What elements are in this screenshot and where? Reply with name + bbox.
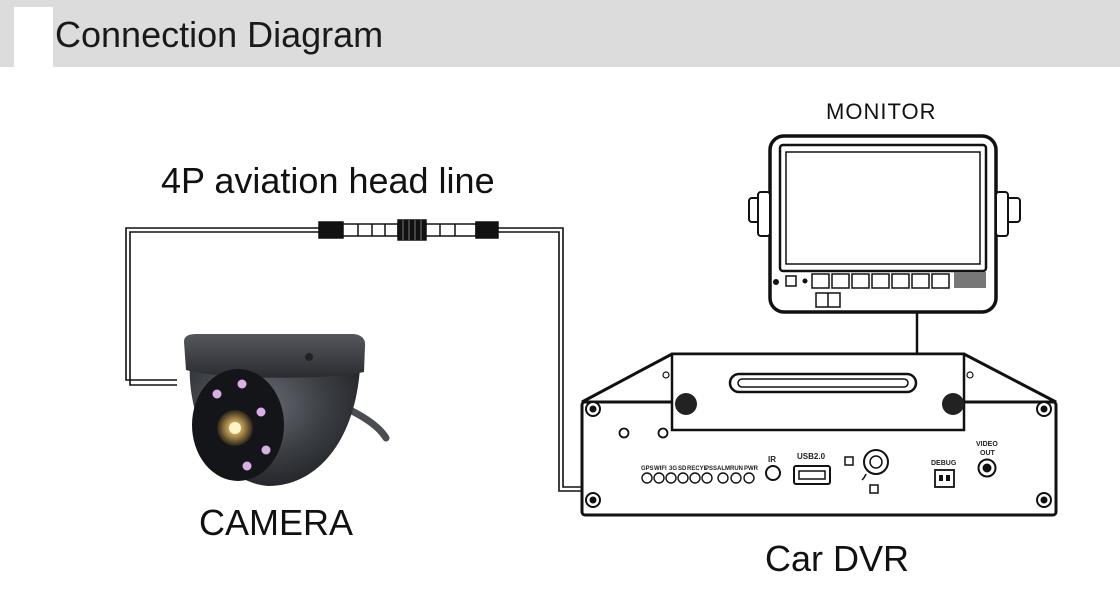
video-out-label-2: OUT — [980, 450, 996, 457]
led-label-wifi: WIFI — [654, 466, 667, 472]
led-label-alm: ALM — [717, 466, 730, 472]
led-label-run: RUN — [730, 466, 743, 472]
usb-label: USB2.0 — [797, 452, 826, 461]
header-bar — [0, 0, 1120, 67]
led-label-gps: GPS — [641, 466, 654, 472]
car-dvr-label: Car DVR — [765, 538, 910, 579]
led-label-pss: PSS — [705, 466, 717, 472]
led-label-recyl: RECYL — [687, 466, 708, 472]
video-out-label: VIDEO — [976, 441, 998, 448]
aviation-connector — [318, 219, 499, 241]
monitor-label: MONITOR — [826, 99, 937, 124]
ir-label: IR — [768, 455, 776, 464]
dome-camera-icon — [184, 334, 390, 486]
monitor-icon — [748, 134, 1021, 314]
led-label-pwr: PWR — [744, 466, 759, 472]
debug-label: DEBUG — [931, 460, 957, 467]
cable-label: 4P aviation head line — [161, 160, 495, 201]
car-dvr-icon — [580, 352, 1058, 517]
header-notch — [14, 7, 53, 67]
led-label-sd: SD — [678, 466, 687, 472]
camera-label: CAMERA — [199, 502, 354, 543]
page-title: Connection Diagram — [55, 14, 384, 55]
led-label-3g: 3G — [669, 466, 677, 472]
aviation-cable — [125, 227, 582, 492]
